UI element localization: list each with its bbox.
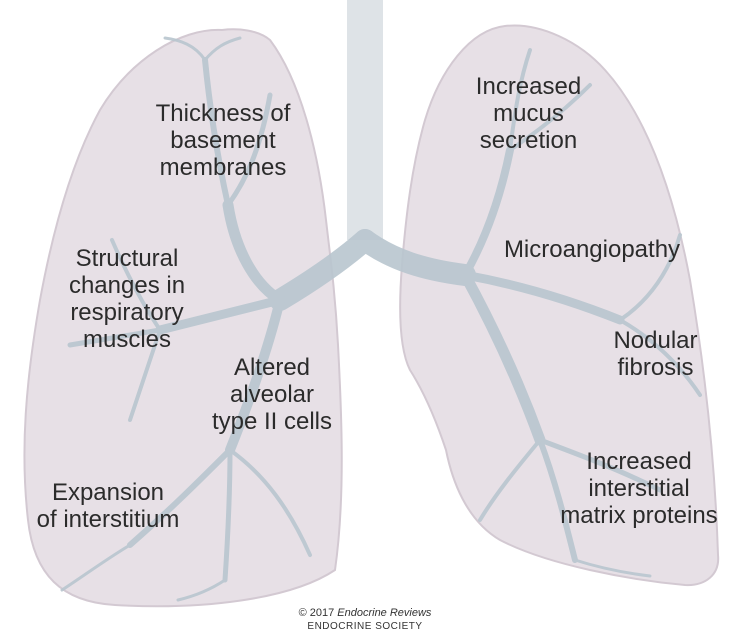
label-line: membranes <box>148 154 298 181</box>
label-nodular-fibrosis: Nodular fibrosis <box>598 327 713 381</box>
label-line: Increased <box>548 448 730 475</box>
label-line: matrix proteins <box>548 502 730 529</box>
label-line: mucus <box>456 100 601 127</box>
label-structural-changes-respiratory-muscles: Structural changes in respiratory muscle… <box>62 245 192 353</box>
copyright-year: © 2017 <box>299 607 335 619</box>
label-line: secretion <box>456 127 601 154</box>
label-increased-interstitial-matrix-proteins: Increased interstitial matrix proteins <box>548 448 730 529</box>
label-increased-mucus-secretion: Increased mucus secretion <box>456 73 601 154</box>
label-line: basement <box>148 127 298 154</box>
label-line: Altered <box>202 354 342 381</box>
trachea <box>347 0 383 240</box>
label-line: type II cells <box>202 408 342 435</box>
label-line: Increased <box>456 73 601 100</box>
label-line: Nodular <box>598 327 713 354</box>
journal-name: Endocrine Reviews <box>337 607 431 619</box>
label-microangiopathy: Microangiopathy <box>492 236 692 263</box>
label-line: changes in <box>62 272 192 299</box>
society-credit: ENDOCRINE SOCIETY <box>0 621 730 633</box>
label-line: interstitial <box>548 475 730 502</box>
label-line: of interstitium <box>18 506 198 533</box>
label-line: Microangiopathy <box>492 236 692 263</box>
label-line: Structural <box>62 245 192 272</box>
label-line: respiratory <box>62 299 192 326</box>
label-line: fibrosis <box>598 354 713 381</box>
label-line: alveolar <box>202 381 342 408</box>
label-line: Expansion <box>18 479 198 506</box>
copyright-credit: © 2017 Endocrine Reviews <box>0 607 730 620</box>
label-thickness-of-basement-membranes: Thickness of basement membranes <box>148 100 298 181</box>
label-line: Thickness of <box>148 100 298 127</box>
label-altered-alveolar-type-ii-cells: Altered alveolar type II cells <box>202 354 342 435</box>
label-line: muscles <box>62 326 192 353</box>
label-expansion-of-interstitium: Expansion of interstitium <box>18 479 198 533</box>
